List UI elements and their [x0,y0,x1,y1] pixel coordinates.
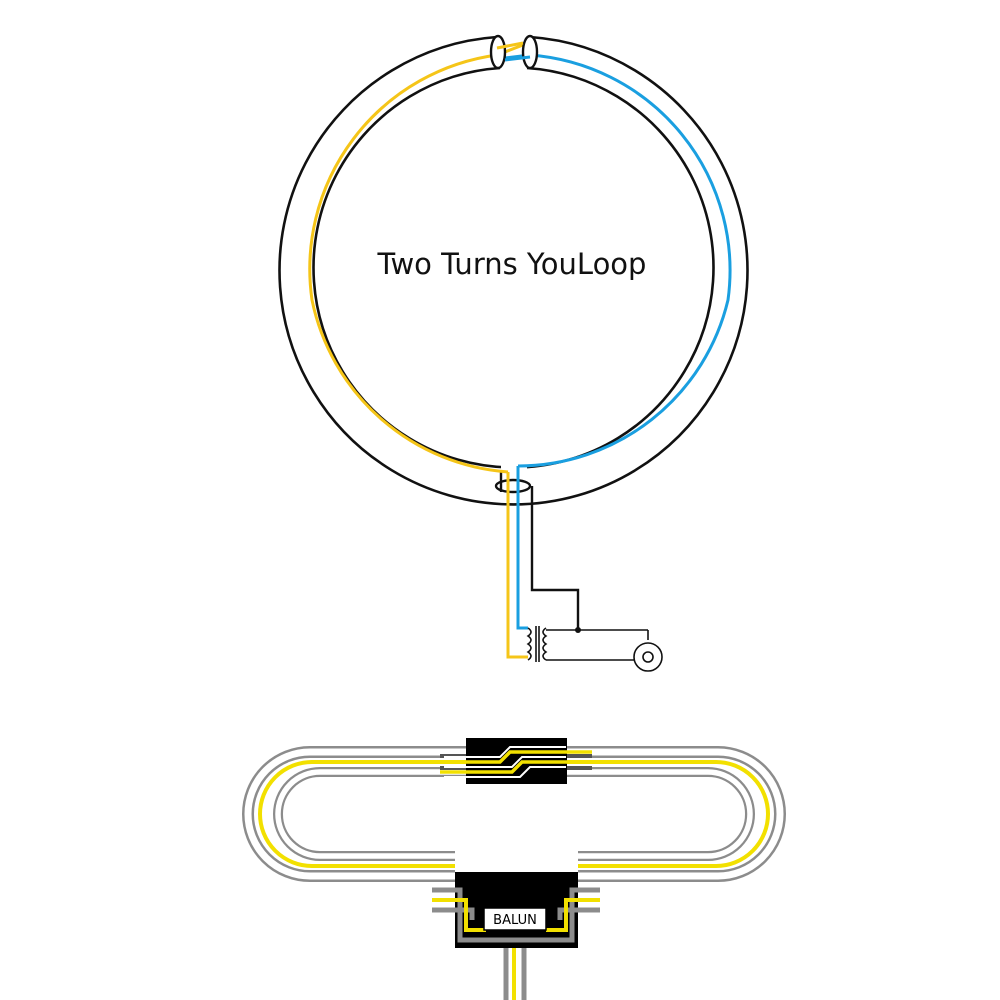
yellow-conductor-outer-right [567,760,770,868]
flattened-loop-assembly: BALUN [242,738,786,1000]
balun-output-gray [503,948,527,1000]
feed-shield-line [530,486,580,630]
feed-ring [494,478,532,494]
gap-tube-end-left [489,34,507,70]
balun-gray-routing [432,887,600,943]
feed-yellow-wire [506,472,528,659]
balun-yellow-routing [432,898,600,932]
balun-label: BALUN [493,913,537,928]
circular-loop-assembly [278,34,749,672]
inner-gray-shield [273,767,466,861]
loop-outer-outline-left [278,35,749,506]
gap-tube-end-right [521,34,539,70]
top-splice-crossing [440,750,592,764]
inner-gray-shield-right [567,767,755,861]
transformer-icon [526,626,548,662]
feed-blue-wire [516,466,528,630]
yellow-conductor-loop [308,53,509,474]
diagram-title: Two Turns YouLoop [377,247,647,281]
balun-label-box [483,907,547,931]
yellow-conductor-outer [258,760,466,868]
blue-conductor-loop [517,53,732,468]
